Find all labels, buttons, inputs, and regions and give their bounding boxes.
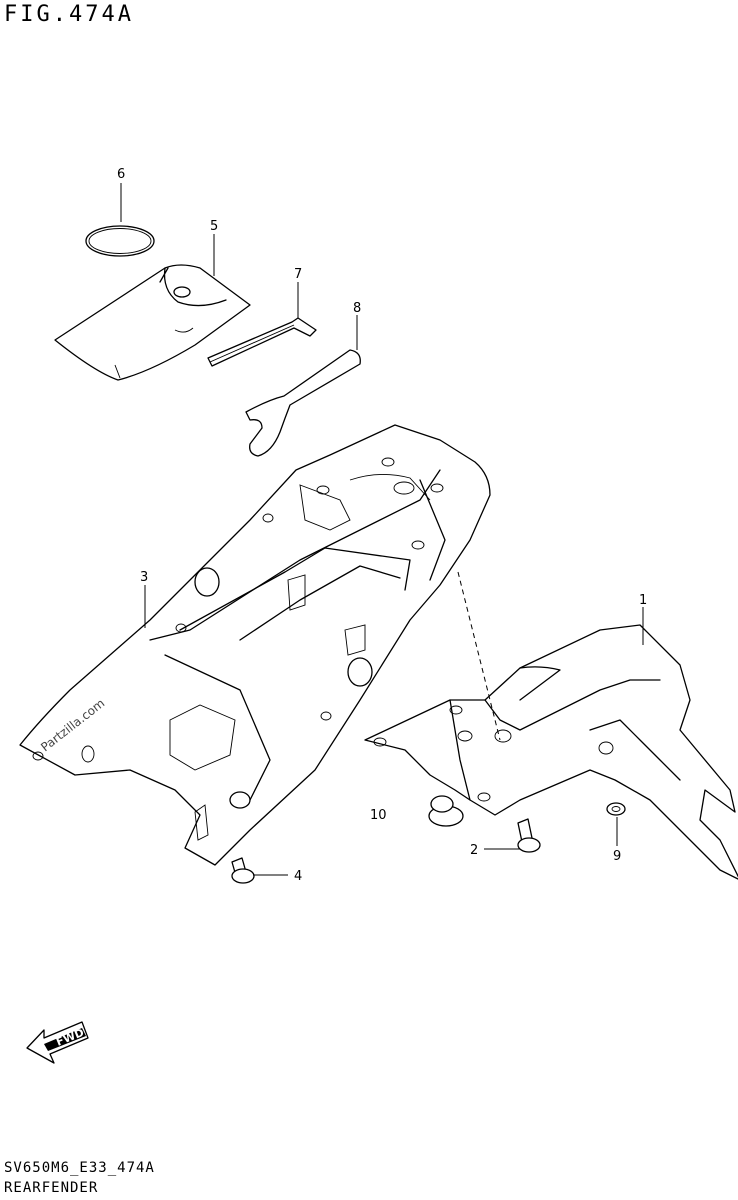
callout-8[interactable]: 8 [353, 301, 361, 316]
seat-tail-frame-part[interactable] [19, 424, 491, 866]
frame-bolt-part[interactable] [231, 857, 255, 884]
callout-2[interactable]: 2 [470, 843, 478, 858]
callout-7[interactable]: 7 [294, 267, 302, 282]
figure-title: FIG.474A [4, 2, 134, 27]
washer-part[interactable] [606, 802, 626, 816]
hex-wrench-part[interactable] [207, 317, 317, 367]
fender-bolt-part[interactable] [517, 818, 541, 853]
band-part[interactable] [85, 225, 155, 257]
fwd-arrow-icon: FWD [26, 1021, 89, 1064]
cushion-part[interactable] [428, 795, 464, 827]
callout-4[interactable]: 4 [294, 869, 302, 884]
rear-fender-part[interactable] [364, 624, 738, 880]
callout-3[interactable]: 3 [140, 570, 148, 585]
callout-10[interactable]: 10 [370, 808, 387, 823]
reference-code: SV650M6_E33_474A [4, 1160, 155, 1176]
tool-bag-part[interactable] [54, 264, 251, 381]
callout-1[interactable]: 1 [639, 593, 647, 608]
alignment-dashed-line [457, 571, 501, 741]
callout-9[interactable]: 9 [613, 849, 621, 864]
callout-6[interactable]: 6 [117, 167, 125, 182]
callout-5[interactable]: 5 [210, 219, 218, 234]
figure-caption: REARFENDER [4, 1180, 99, 1196]
spanner-part[interactable] [245, 349, 361, 457]
